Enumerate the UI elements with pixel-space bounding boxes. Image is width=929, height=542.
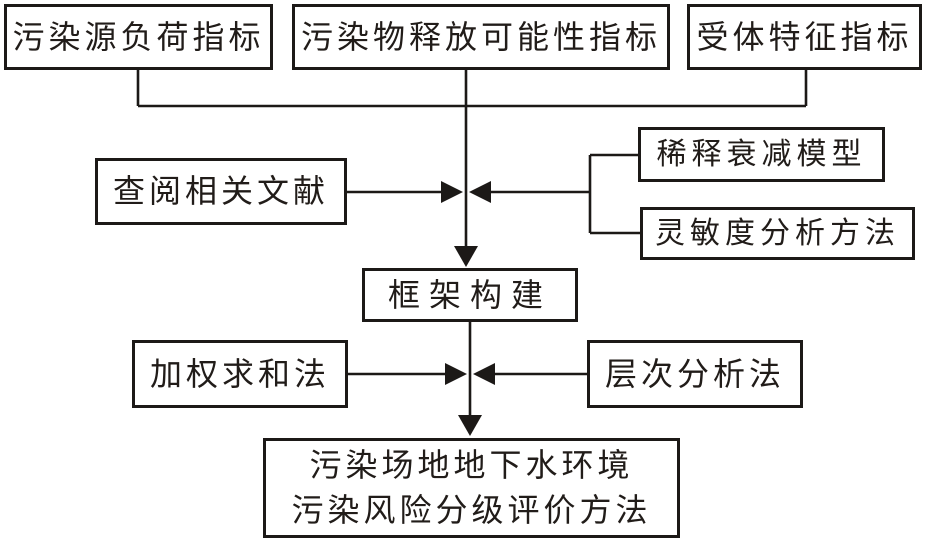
box-dilution-attenuation-model-label: 稀释衰减模型: [656, 137, 867, 171]
box-literature-review-label: 查阅相关文献: [112, 173, 329, 210]
box-final-evaluation-method-line2: 污染风险分级评价方法: [291, 492, 652, 528]
box-weighted-sum-method-label: 加权求和法: [149, 355, 330, 392]
box-pollution-source-load: 污染源负荷指标: [4, 4, 273, 70]
box-pollutant-release-possibility-label: 污染物释放可能性指标: [300, 18, 661, 55]
arrowhead-left-icon: [469, 181, 491, 203]
arrowhead-down-icon: [454, 246, 478, 267]
box-framework-construction: 框架构建: [362, 268, 578, 322]
box-literature-review: 查阅相关文献: [95, 158, 347, 225]
box-dilution-attenuation-model: 稀释衰减模型: [638, 127, 885, 182]
box-sensitivity-analysis-method-label: 灵敏度分析方法: [655, 216, 900, 250]
box-final-evaluation-method: 污染场地地下水环境 污染风险分级评价方法: [263, 438, 680, 538]
arrowhead-down-icon: [458, 415, 482, 436]
arrowhead-left-icon: [473, 363, 495, 385]
arrowhead-right-icon: [441, 181, 463, 203]
box-receptor-characteristic: 受体特征指标: [687, 4, 922, 70]
box-receptor-characteristic-label: 受体特征指标: [696, 18, 913, 55]
box-ahp-method-label: 层次分析法: [604, 355, 785, 392]
box-sensitivity-analysis-method: 灵敏度分析方法: [640, 207, 915, 260]
arrowhead-right-icon: [445, 363, 467, 385]
box-pollutant-release-possibility: 污染物释放可能性指标: [292, 4, 670, 70]
box-framework-construction-label: 框架构建: [387, 276, 552, 313]
box-ahp-method: 层次分析法: [587, 340, 803, 408]
box-weighted-sum-method: 加权求和法: [132, 340, 348, 408]
box-final-evaluation-method-line1: 污染场地地下水环境: [309, 446, 634, 483]
box-pollution-source-load-label: 污染源负荷指标: [12, 18, 265, 55]
